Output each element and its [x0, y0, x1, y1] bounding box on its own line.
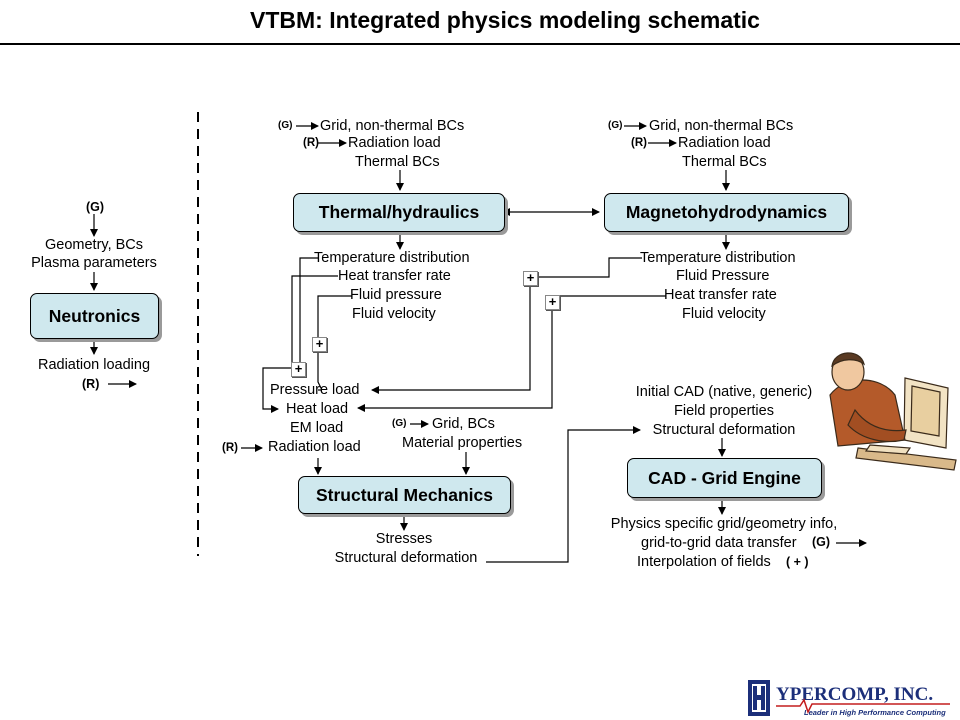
- thermal-output-temperature: Temperature distribution: [314, 250, 470, 266]
- logo-tagline: Leader in High Performance Computing: [804, 708, 946, 717]
- cad-input-field-properties: Field properties: [674, 403, 774, 419]
- cad-output-physics-grid: Physics specific grid/geometry info,: [610, 516, 838, 532]
- thermal-hydraulics-box: Thermal/hydraulics: [293, 193, 505, 232]
- thermal-grid-tag: (G): [278, 120, 293, 131]
- plus-junction-thermal-heat: +: [291, 362, 306, 377]
- thermal-grid-input: Grid, non-thermal BCs: [320, 118, 465, 134]
- cad-output-data-transfer: grid-to-grid data transfer: [641, 535, 797, 551]
- neutronics-radiation-tag: (R): [82, 377, 100, 391]
- magnetohydrodynamics-box: Magnetohydrodynamics: [604, 193, 849, 232]
- structural-load-heat: Heat load: [286, 401, 349, 417]
- thermal-output-fluid-velocity: Fluid velocity: [352, 306, 436, 322]
- mhd-output-fluid-velocity: Fluid velocity: [682, 306, 766, 322]
- cad-input-structural-deformation: Structural deformation: [652, 422, 796, 438]
- structural-mechanics-box: Structural Mechanics: [298, 476, 511, 514]
- neutronics-grid-tag: (G): [86, 200, 105, 214]
- neutronics-output: Radiation loading: [37, 357, 151, 373]
- mhd-grid-tag: (G): [608, 120, 623, 131]
- neutronics-input-plasma: Plasma parameters: [31, 255, 157, 271]
- structural-grid-tag: (G): [392, 418, 407, 429]
- structural-load-radiation: Radiation load: [268, 439, 361, 455]
- thermal-radiation-input: Radiation load: [348, 135, 441, 151]
- structural-output-stresses: Stresses: [375, 531, 433, 547]
- cad-grid-tag: (G): [812, 535, 831, 549]
- mhd-bcs-input: Thermal BCs: [682, 154, 767, 170]
- thermal-radiation-tag: (R): [303, 137, 319, 149]
- plus-junction-mhd-pressure: +: [523, 271, 538, 286]
- mhd-radiation-tag: (R): [631, 137, 647, 149]
- mhd-output-temperature: Temperature distribution: [640, 250, 796, 266]
- logo-text: YPERCOMP, INC.: [776, 684, 933, 705]
- structural-load-em: EM load: [290, 420, 344, 436]
- cad-output-interpolation: Interpolation of fields: [637, 554, 771, 570]
- thermal-bcs-input: Thermal BCs: [355, 154, 440, 170]
- thermal-output-fluid-pressure: Fluid pressure: [350, 287, 442, 303]
- structural-radiation-tag: (R): [222, 442, 238, 454]
- mhd-radiation-input: Radiation load: [678, 135, 771, 151]
- plus-junction-mhd-heat: +: [545, 295, 560, 310]
- cad-input-initial: Initial CAD (native, generic): [635, 384, 813, 400]
- plus-junction-thermal-pressure: +: [312, 337, 327, 352]
- structural-grid-input: Grid, BCs: [432, 416, 495, 432]
- structural-load-pressure: Pressure load: [270, 382, 360, 398]
- structural-output-deformation: Structural deformation: [334, 550, 478, 566]
- mhd-grid-input: Grid, non-thermal BCs: [649, 118, 794, 134]
- thermal-output-heat-transfer: Heat transfer rate: [338, 268, 451, 284]
- mhd-output-fluid-pressure: Fluid Pressure: [676, 268, 770, 284]
- structural-material-input: Material properties: [402, 435, 523, 451]
- neutronics-box: Neutronics: [30, 293, 159, 339]
- mhd-output-heat-transfer: Heat transfer rate: [664, 287, 777, 303]
- neutronics-input-geometry: Geometry, BCs: [44, 237, 144, 253]
- cad-grid-engine-box: CAD - Grid Engine: [627, 458, 822, 498]
- cad-plus-tag: ( + ): [786, 555, 809, 569]
- page-title: VTBM: Integrated physics modeling schema…: [250, 7, 760, 33]
